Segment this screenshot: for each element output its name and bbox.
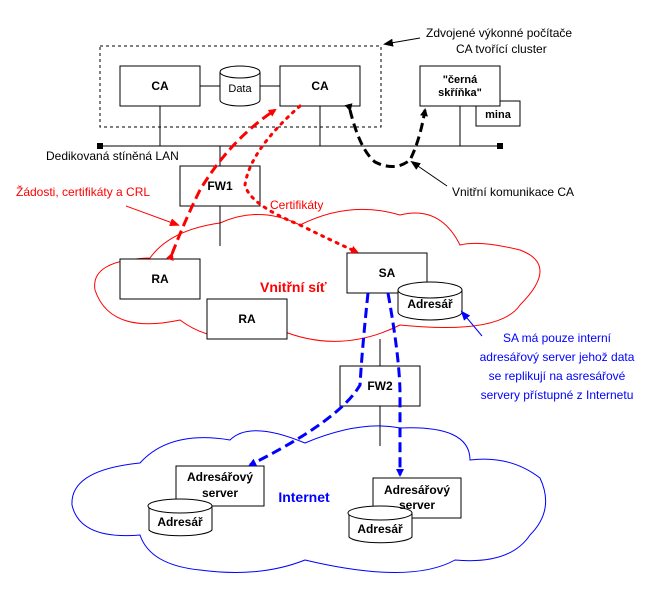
dir-server2-db-label: Adresář <box>357 522 403 536</box>
sa-directory-cylinder-icon <box>397 281 463 321</box>
dir-server1-label-line2: server <box>202 486 238 500</box>
ca1-box[interactable] <box>119 65 201 107</box>
requests-flow-arrow <box>166 108 277 262</box>
lan-label: Dedikovaná stíněná LAN <box>46 149 179 163</box>
sa-note-line2: adresářový server jehož data <box>480 350 635 364</box>
cluster-label-line2: CA tvořící cluster <box>456 42 547 56</box>
lan-terminator-left <box>97 143 103 149</box>
sa-note-pointer-arrow <box>460 310 483 337</box>
requests-label: Žádosti, certifikáty a CRL <box>16 184 150 199</box>
replication-arrow-1 <box>248 292 370 467</box>
internal-comm-label: Vnitřní komunikace CA <box>452 185 574 199</box>
internal-ca-comm-arrow <box>344 103 428 168</box>
lan-terminator-right <box>497 143 503 149</box>
sa-note-line3: se replikují na asresářové <box>489 369 626 383</box>
dir-server1-db-icon <box>147 498 213 537</box>
mina-label: mina <box>485 109 512 121</box>
sa-note-line1: SA má pouze interní <box>503 331 612 345</box>
sa-label: SA <box>379 266 396 280</box>
certificates-flow-arrow <box>243 104 359 254</box>
ca1-label: CA <box>151 79 169 93</box>
sa-directory-label: Adresář <box>407 297 453 311</box>
replication-arrow-2 <box>386 292 404 477</box>
internet-label: Internet <box>278 489 330 505</box>
ra1-box[interactable] <box>119 258 201 300</box>
black-box-label-line2: skříňka" <box>438 87 482 99</box>
internal-network-label: Vnitřní síť <box>260 279 327 295</box>
ra2-label: RA <box>238 312 256 326</box>
fw2-label: FW2 <box>367 379 393 393</box>
internet-cloud <box>71 425 547 573</box>
requests-pointer-arrow <box>125 205 180 227</box>
black-box-label-line1: "černá <box>443 74 478 86</box>
ca2-label: CA <box>311 79 329 93</box>
dir-server1-label-line1: Adresářový <box>187 470 253 484</box>
sa-note-line4: servery přístupné z Internetu <box>481 388 634 402</box>
fw1-label: FW1 <box>207 179 233 193</box>
internal-comm-pointer-arrow <box>410 160 448 187</box>
data-label: Data <box>228 83 252 95</box>
dir-server2-label-line2: server <box>399 498 435 512</box>
dir-server2-label-line1: Adresářový <box>384 483 450 497</box>
internal-network-cloud <box>94 208 541 342</box>
certificates-label: Certifikáty <box>270 198 323 212</box>
ra1-label: RA <box>151 272 169 286</box>
cluster-boundary <box>99 45 382 128</box>
cluster-label-line1: Zdvojené výkonné počítače <box>426 26 572 40</box>
dir-server1-db-label: Adresář <box>157 515 203 529</box>
data-cylinder-icon <box>219 65 261 107</box>
black-box[interactable] <box>419 65 501 107</box>
dir-server2-db-icon <box>347 505 413 544</box>
ra2-box[interactable] <box>206 298 288 340</box>
cluster-pointer-arrow <box>383 37 421 47</box>
